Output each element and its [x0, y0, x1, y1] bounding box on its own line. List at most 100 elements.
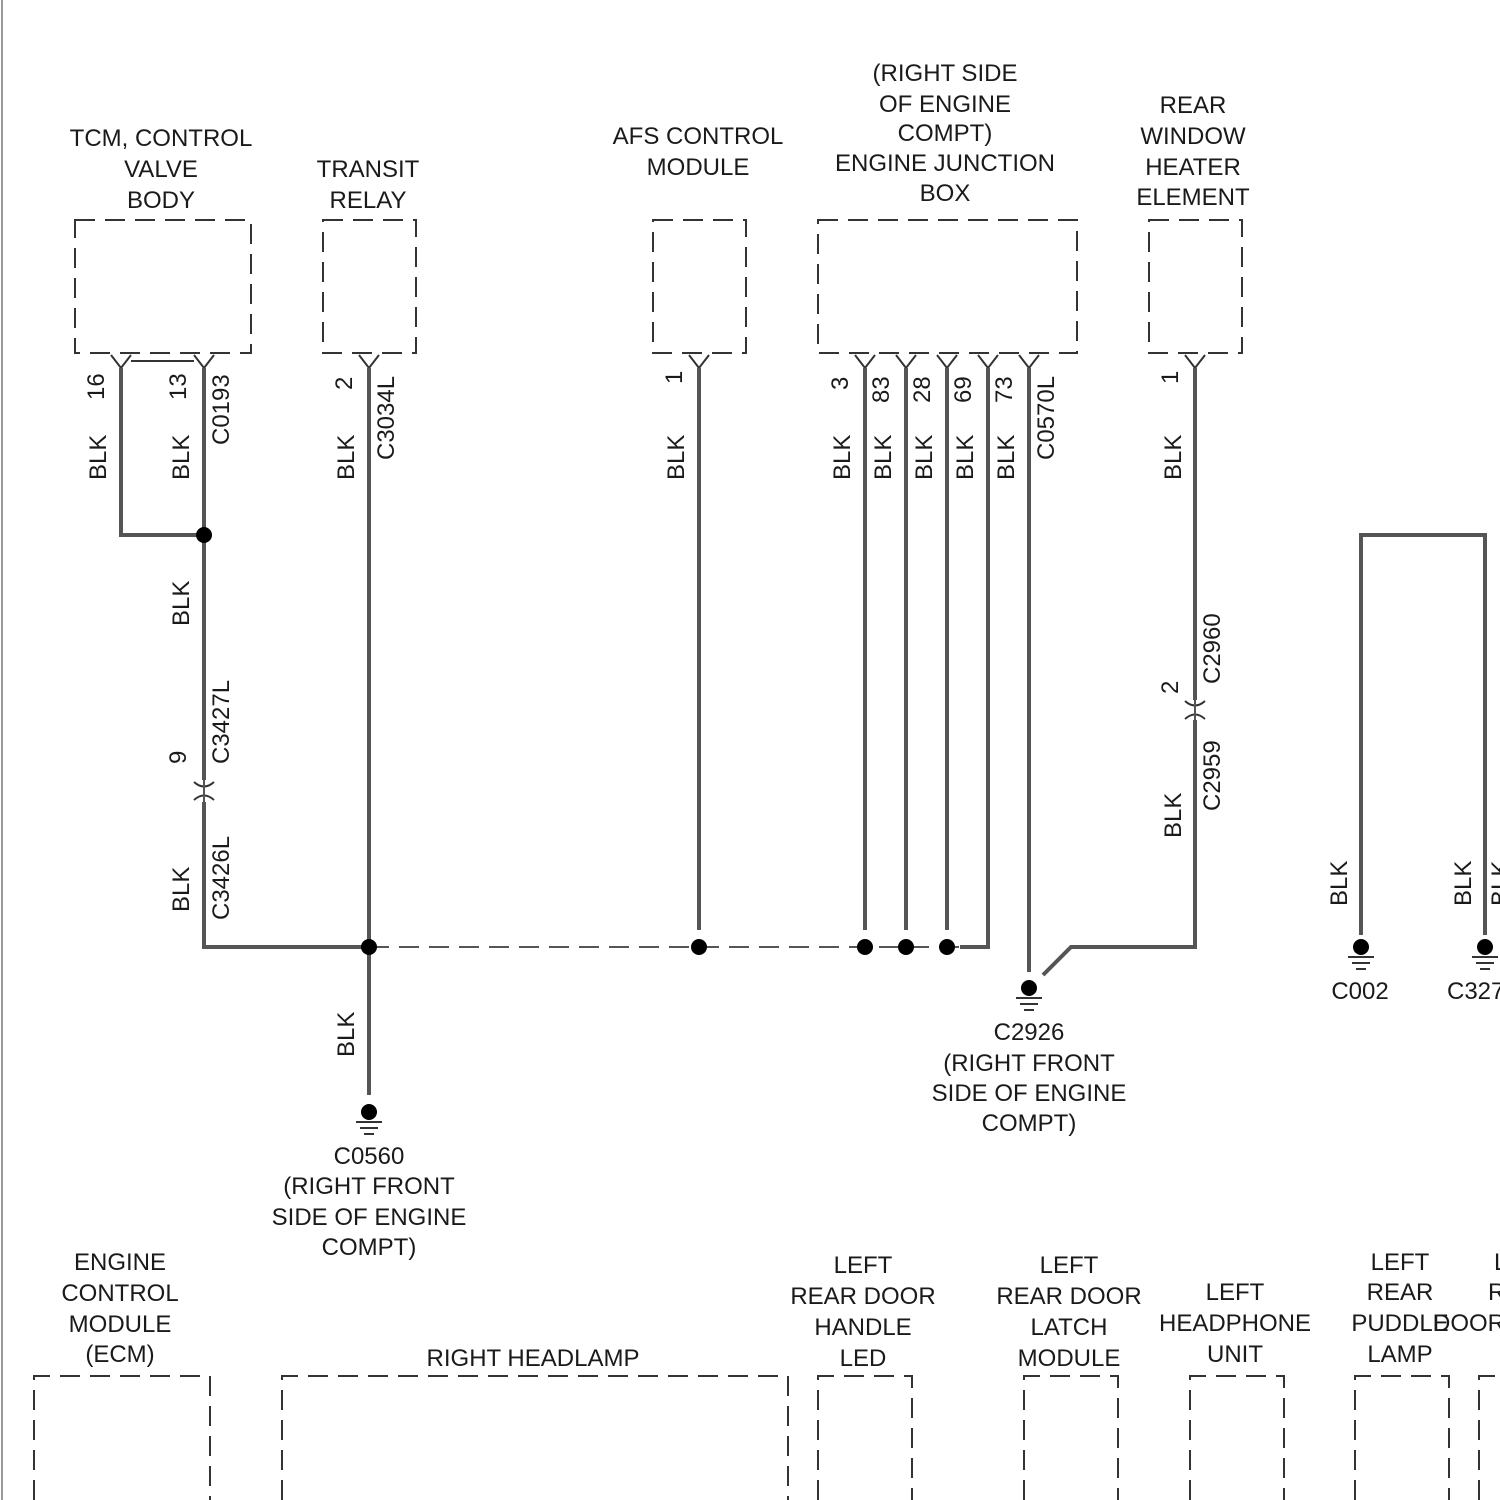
- ground-c327-label: C327: [1447, 978, 1500, 1005]
- pin-c3427l-9: 9: [165, 751, 192, 764]
- headphone-label-2: HEADPHONE: [1159, 1310, 1311, 1337]
- afs-label-line-1: AFS CONTROL: [613, 123, 784, 150]
- tcm-component: TCM, CONTROL VALVE BODY: [70, 125, 253, 368]
- latch-label-4: MODULE: [1018, 1345, 1121, 1372]
- latch-box: [1024, 1376, 1118, 1500]
- left-rear-puddle-lamp-component: LEFT REAR PUDDLE LAMP: [1351, 1249, 1449, 1500]
- ejb-pin-3-connector: [855, 355, 875, 368]
- wire-color-tcm-13: BLK: [168, 435, 195, 480]
- rear-label-line-4: ELEMENT: [1136, 184, 1250, 211]
- connector-c0570l: C0570L: [1033, 376, 1060, 460]
- ground-c2926-label-4: COMPT): [982, 1110, 1077, 1137]
- relay-pin-connector: [359, 355, 379, 368]
- cutoff-label-3: DOOR: [1433, 1310, 1500, 1337]
- pin-tcm-13: 13: [165, 373, 192, 400]
- tcm-pin-13-connector: [194, 355, 214, 368]
- latch-label-2: REAR DOOR: [996, 1283, 1141, 1310]
- wire-color-ejb-83: BLK: [870, 435, 897, 480]
- ground-c0560-label-3: SIDE OF ENGINE: [272, 1204, 467, 1231]
- rear-label-line-3: HEATER: [1145, 154, 1241, 181]
- connector-c3034l: C3034L: [373, 376, 400, 460]
- ground-c327: [1472, 939, 1498, 969]
- tcm-box: [75, 220, 251, 353]
- wire-color-ejb-73: BLK: [993, 435, 1020, 480]
- ejb-label-line-2: OF ENGINE: [879, 91, 1011, 118]
- handle-label-3: HANDLE: [814, 1314, 911, 1341]
- afs-box: [653, 220, 746, 353]
- cut-off-component: L R DOOR: [1433, 1249, 1500, 1500]
- ejb-pin-69-connector: [978, 355, 998, 368]
- wire-color-right-cut: BLK: [1487, 861, 1500, 906]
- ground-c0560-label-2: (RIGHT FRONT: [283, 1173, 455, 1200]
- ground-c0560-label-1: C0560: [334, 1143, 405, 1170]
- latch-label-3: LATCH: [1031, 1314, 1108, 1341]
- ejb-pin-83-connector: [896, 355, 916, 368]
- lr-door-handle-led-component: LEFT REAR DOOR HANDLE LED: [790, 1252, 935, 1500]
- rear-window-heater-component: REAR WINDOW HEATER ELEMENT: [1136, 92, 1250, 368]
- left-headphone-unit-component: LEFT HEADPHONE UNIT: [1159, 1279, 1311, 1500]
- puddle-label-2: REAR: [1367, 1279, 1434, 1306]
- relay-label-line-1: TRANSIT: [317, 156, 420, 183]
- afs-pin-connector: [689, 355, 709, 368]
- handle-label-2: REAR DOOR: [790, 1283, 935, 1310]
- pin-afs-1: 1: [661, 371, 688, 384]
- puddle-label-1: LEFT: [1371, 1249, 1430, 1276]
- ecm-component: ENGINE CONTROL MODULE (ECM): [34, 1249, 210, 1500]
- splice-tcm: [196, 527, 212, 543]
- latch-label-1: LEFT: [1040, 1252, 1099, 1279]
- headphone-box: [1190, 1376, 1284, 1500]
- cutoff-box: [1479, 1376, 1500, 1500]
- wire-color-c2959: BLK: [1160, 793, 1187, 838]
- headphone-label-3: UNIT: [1207, 1341, 1263, 1368]
- puddle-box: [1355, 1376, 1449, 1500]
- pin-ejb-73: 73: [991, 376, 1018, 403]
- rear-box: [1149, 220, 1242, 353]
- connector-c2960: C2960: [1199, 613, 1226, 684]
- ecm-label-4: (ECM): [85, 1341, 154, 1368]
- headlamp-label: RIGHT HEADLAMP: [427, 1345, 640, 1372]
- wire-color-c327: BLK: [1450, 861, 1477, 906]
- tcm-label-line-3: BODY: [127, 187, 195, 214]
- rear-label-line-1: REAR: [1160, 92, 1227, 119]
- ejb-label-line-5: BOX: [920, 180, 971, 207]
- inline-connector-c3427l: [194, 780, 214, 802]
- ground-c2926-label-3: SIDE OF ENGINE: [932, 1080, 1127, 1107]
- cutoff-label-1: L: [1494, 1249, 1500, 1276]
- wire-color-tcm-16: BLK: [85, 435, 112, 480]
- pin-tcm-16: 16: [83, 373, 110, 400]
- wire-color-ejb-3: BLK: [829, 435, 856, 480]
- ejb-label-line-3: COMPT): [898, 120, 993, 147]
- ground-c2926-label-2: (RIGHT FRONT: [943, 1050, 1115, 1077]
- handle-label-1: LEFT: [834, 1252, 893, 1279]
- rear-pin-connector: [1185, 355, 1205, 368]
- pin-ejb-69: 69: [950, 376, 977, 403]
- ground-c0560: [356, 1104, 382, 1134]
- afs-label-line-2: MODULE: [647, 154, 750, 181]
- tcm-label-line-1: TCM, CONTROL: [70, 125, 253, 152]
- puddle-label-4: LAMP: [1367, 1341, 1432, 1368]
- ejb-pin-28-connector: [937, 355, 957, 368]
- wire-color-afs: BLK: [663, 435, 690, 480]
- splice-relay: [361, 939, 377, 955]
- pin-ejb-28: 28: [909, 376, 936, 403]
- ground-c002: [1348, 939, 1374, 969]
- wire-color-c002: BLK: [1326, 861, 1353, 906]
- pin-c2960-2: 2: [1157, 681, 1184, 694]
- pin-rear-1: 1: [1157, 371, 1184, 384]
- wire-color-ejb-69: BLK: [952, 435, 979, 480]
- engine-junction-box-component: (RIGHT SIDE OF ENGINE COMPT) ENGINE JUNC…: [818, 60, 1077, 368]
- ejb-label-line-4: ENGINE JUNCTION: [835, 150, 1055, 177]
- relay-label-line-2: RELAY: [330, 187, 407, 214]
- ecm-label-3: MODULE: [69, 1311, 172, 1338]
- ground-c0560-label-4: COMPT): [322, 1234, 417, 1261]
- wire-color-rear: BLK: [1160, 435, 1187, 480]
- transit-relay-component: TRANSIT RELAY: [317, 156, 420, 368]
- handle-label-4: LED: [840, 1345, 887, 1372]
- afs-control-module-component: AFS CONTROL MODULE: [613, 123, 784, 368]
- ground-c002-label: C002: [1331, 978, 1388, 1005]
- connector-c2959: C2959: [1199, 740, 1226, 811]
- connector-c0193: C0193: [208, 374, 235, 445]
- handle-box: [818, 1376, 912, 1500]
- splice-ejb-83: [898, 939, 914, 955]
